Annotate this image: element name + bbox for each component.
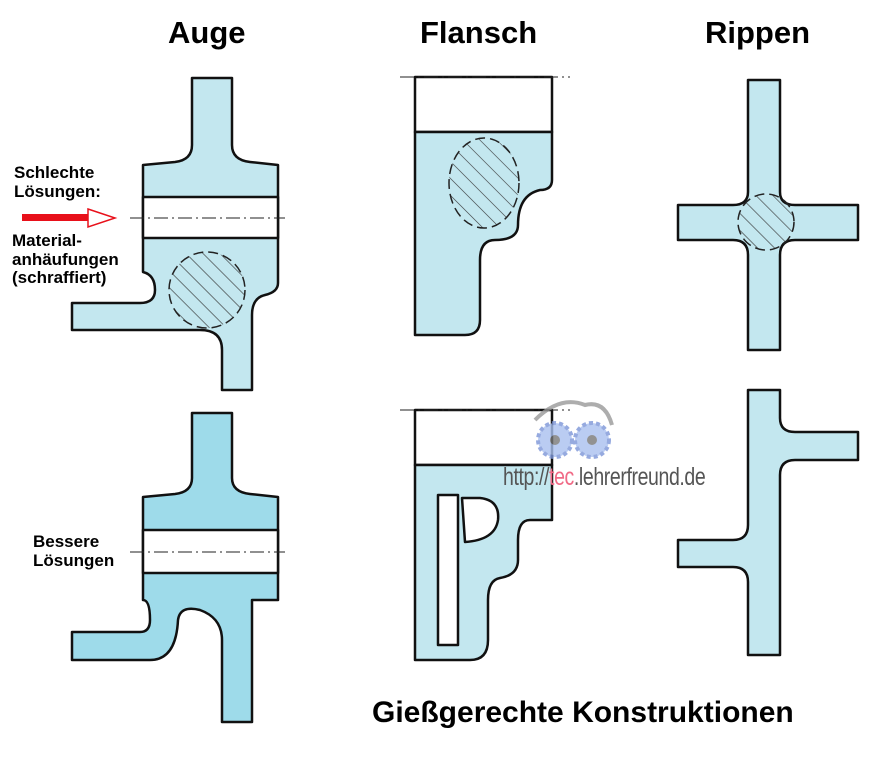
label-material: Material- anhäufungen (schraffiert) bbox=[12, 231, 119, 288]
auge-hatch-area bbox=[168, 251, 246, 329]
flansch-good-shape bbox=[413, 463, 554, 662]
heading-auge: Auge bbox=[168, 15, 246, 50]
watermark-prefix: http:// bbox=[503, 463, 550, 491]
rippen-good-shape bbox=[676, 388, 860, 657]
flansch-hatch-area bbox=[448, 137, 520, 229]
flansch-good-rib bbox=[436, 493, 460, 647]
flansch-good-fillet bbox=[460, 496, 500, 544]
main-title: Gießgerechte Konstruktionen bbox=[372, 696, 794, 729]
label-better-solutions: Bessere Lösungen bbox=[33, 532, 115, 570]
flansch-good-top bbox=[413, 408, 554, 467]
heading-flansch: Flansch bbox=[420, 15, 538, 50]
label-bad-solutions: Schlechte Lösungen: bbox=[14, 163, 101, 201]
watermark-tec: tec bbox=[549, 463, 574, 491]
flansch-bad-top bbox=[413, 75, 554, 134]
owl-gears-logo bbox=[533, 400, 614, 459]
heading-rippen: Rippen bbox=[705, 15, 811, 50]
arrow-icon bbox=[22, 207, 118, 229]
watermark-rest: .lehrerfreund.de bbox=[573, 463, 706, 491]
rippen-hatch-area bbox=[737, 193, 795, 251]
watermark: http://tec.lehrerfreund.de bbox=[503, 463, 706, 492]
